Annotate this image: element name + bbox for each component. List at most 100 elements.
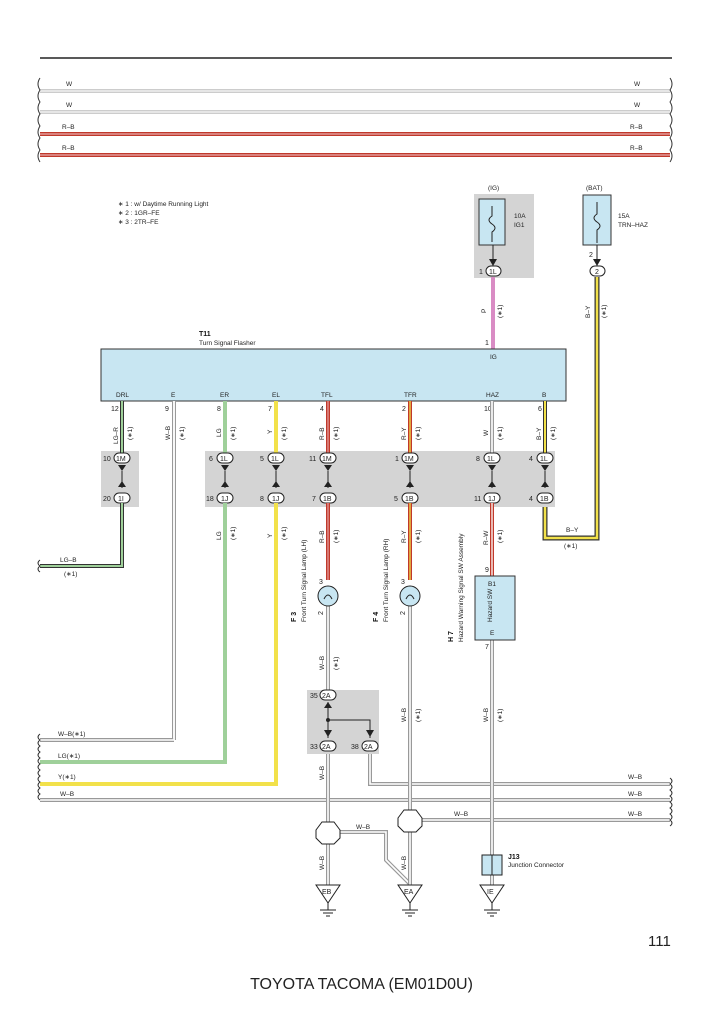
pin-number: 12	[111, 406, 119, 413]
wire-label: R–B	[319, 530, 326, 543]
terminal-label: IG	[490, 354, 497, 361]
component-id: F 3	[291, 612, 298, 622]
hazard-switch: 9 B1 Hazard SW E 7 H 7 Hazard Warning Si…	[448, 533, 516, 651]
wire-note: (∗1)	[333, 427, 340, 440]
pin-number: 11	[309, 456, 316, 463]
wire-note: (∗1)	[497, 427, 504, 440]
wire-note: (∗1)	[281, 527, 288, 540]
wire-label: W–B	[319, 766, 326, 780]
wire-note: (∗1)	[564, 543, 577, 550]
wire-note: (∗1)	[230, 527, 237, 540]
conn-name: 1B	[540, 496, 549, 503]
pin-number: 9	[485, 567, 489, 574]
wire-label: W–B	[165, 426, 172, 440]
component-name: Front Turn Signal Lamp (RH)	[383, 539, 390, 622]
splice-point	[397, 809, 423, 833]
pin-number: 3	[401, 579, 405, 586]
conn-name: 2	[595, 269, 599, 276]
pin-number: 2	[402, 406, 406, 413]
downstream-wire-labels: LG–B (∗1) W–B(∗1) LG(∗1) Y(∗1) W–B W–B W…	[58, 527, 642, 870]
conn-name: 1J	[488, 496, 495, 503]
wire-note: (∗1)	[415, 427, 422, 440]
pin-number: 1	[485, 340, 489, 347]
conn-name: 1L	[220, 456, 228, 463]
bus-label: R–B	[62, 145, 75, 152]
flasher-wire-labels: LG–R (∗1) W–B (∗1) LG (∗1) Y (∗1) R–B (∗…	[113, 426, 557, 444]
wire-note: (∗1)	[230, 427, 237, 440]
conn-name: 1M	[404, 456, 414, 463]
terminal-label: B	[542, 392, 546, 399]
wire-label: B–Y	[566, 527, 579, 534]
wire-label: R–Y	[401, 427, 408, 440]
pin-number: 9	[165, 406, 169, 413]
turn-signal-flasher: T11 Turn Signal Flasher IG DRL E ER EL T…	[100, 331, 567, 413]
page-number: 111	[648, 933, 671, 950]
wire-note: (∗1)	[497, 709, 504, 722]
connector-2a: 2A 35 2A 33 2A 38	[307, 689, 379, 754]
conn-name: 1J	[272, 496, 279, 503]
terminal-label: E	[171, 392, 176, 399]
wire-note: (∗1)	[333, 657, 340, 670]
wire-label: W–B	[628, 791, 642, 798]
conn-name: 1L	[271, 456, 279, 463]
terminal-label: ER	[220, 392, 229, 399]
fuse-rating: 15A	[618, 213, 630, 220]
pin-number: 11	[474, 496, 481, 503]
wire-label: W–B	[356, 824, 370, 831]
wire-note: (∗1)	[415, 530, 422, 543]
wire-label: LG(∗1)	[58, 753, 80, 760]
conn-name: 1B	[323, 496, 332, 503]
ground-label: EB	[322, 889, 332, 896]
wire-label: LG	[216, 428, 223, 437]
wire-label: W–B	[60, 791, 74, 798]
pin-number: 35	[310, 693, 318, 700]
conn-name: 1M	[116, 456, 126, 463]
lower-connectors: 1I 20 1J 18 1J 8 1B 7 1B 5 1J 11 1B 4	[103, 492, 554, 504]
wire-note: (∗1)	[601, 305, 608, 318]
bus-label: W	[66, 102, 73, 109]
component-name: Turn Signal Flasher	[199, 340, 256, 347]
conn-name: 1M	[322, 456, 332, 463]
pin-number: 7	[312, 496, 316, 503]
wire-note: (∗1)	[127, 427, 134, 440]
conn-name: 1L	[487, 456, 495, 463]
wire-note: (∗1)	[64, 571, 77, 578]
conn-name: 1B	[405, 496, 414, 503]
fuse-source: (IG)	[488, 185, 499, 192]
terminal-label: HAZ	[486, 392, 499, 399]
wire-note: (∗1)	[415, 709, 422, 722]
fuse-name: TRN–HAZ	[618, 222, 648, 229]
bus-label: R–B	[630, 145, 643, 152]
wire-label: Y(∗1)	[58, 774, 76, 781]
wire-label: W–B	[628, 774, 642, 781]
lamp-rh: 3 2 F 4 Front Turn Signal Lamp (RH)	[373, 539, 421, 622]
connector-links	[118, 471, 549, 488]
wire-note: (∗1)	[179, 427, 186, 440]
component-name: Front Turn Signal Lamp (LH)	[301, 540, 308, 622]
pin-number: 38	[351, 744, 359, 751]
pin-number: 4	[529, 496, 533, 503]
pin-number: 7	[485, 644, 489, 651]
conn-name: 2A	[322, 744, 331, 751]
terminal-label: E	[490, 630, 495, 637]
conn-name: 1L	[489, 269, 497, 276]
conn-name: 1L	[540, 456, 548, 463]
wire-label: B–Y	[536, 427, 543, 440]
pin-number: 4	[529, 456, 533, 463]
bus-wires: W W W W R–B R–B R–B R–B	[37, 77, 673, 163]
ground-ie: IE	[479, 884, 505, 917]
terminal-label: EL	[272, 392, 280, 399]
notes: ∗ 1 : w/ Daytime Running Light ∗ 2 : 1GR…	[118, 201, 209, 226]
wire-note: (∗1)	[550, 427, 557, 440]
pin-number: 2	[589, 252, 593, 259]
bus-label: W	[66, 81, 73, 88]
pin-number: 18	[206, 496, 214, 503]
fuse-rating: 10A	[514, 213, 526, 220]
conn-name: 1J	[221, 496, 228, 503]
upper-connectors: 1M 10 1L 6 1L 5 1M 11 1M 1 1L 8 1L 4	[103, 452, 554, 471]
conn-name: 2A	[364, 744, 373, 751]
ground-ea: EA	[397, 884, 423, 917]
note-line: ∗ 1 : w/ Daytime Running Light	[118, 201, 209, 208]
terminal-label: TFL	[321, 392, 333, 399]
wire-label: W	[483, 429, 490, 436]
